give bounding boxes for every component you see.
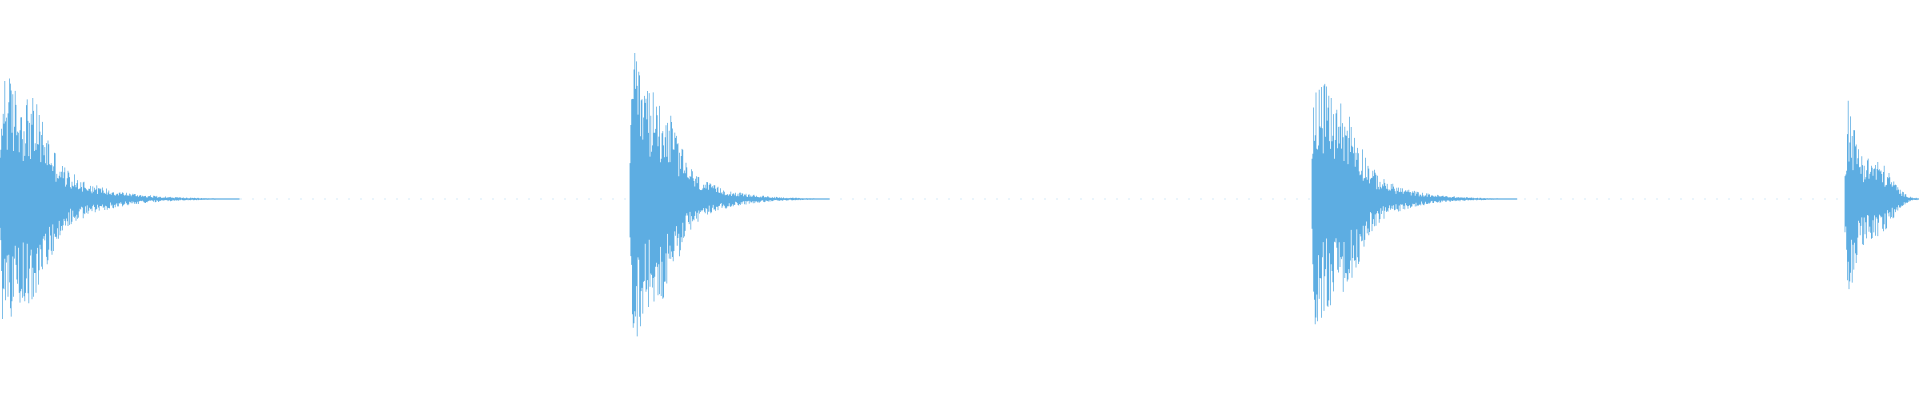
transient-2: [629, 53, 830, 337]
waveform-transients: [0, 53, 1919, 337]
transient-3: [1311, 83, 1518, 325]
transient-1: [0, 78, 240, 319]
transient-4-samples: [1844, 100, 1919, 290]
transient-2-samples: [629, 53, 830, 337]
transient-3-samples: [1311, 83, 1518, 325]
transient-4: [1844, 100, 1919, 290]
transient-1-samples: [0, 78, 240, 319]
